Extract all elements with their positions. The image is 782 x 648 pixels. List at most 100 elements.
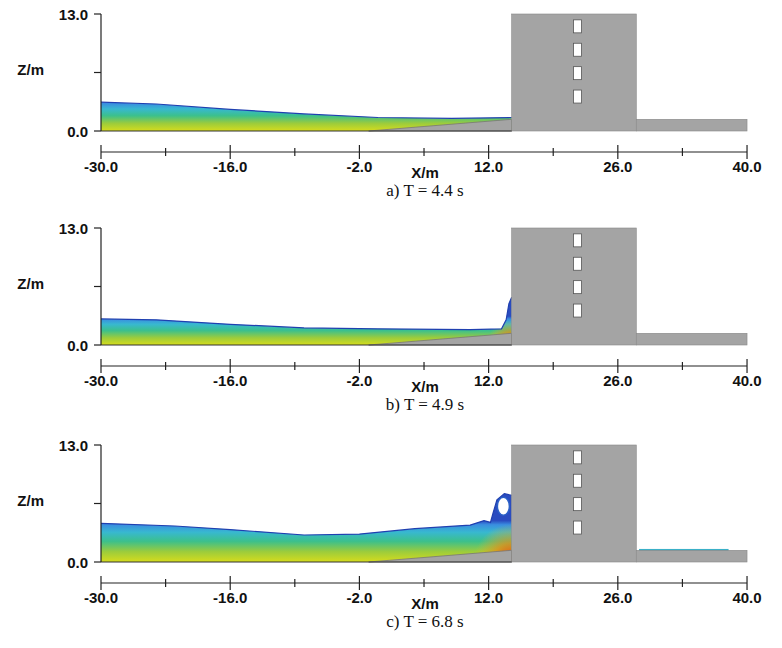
slope [369,550,512,562]
axis-tick [165,579,166,587]
axis-tick [294,362,295,370]
tick-label: 13.0 [59,7,88,22]
tick-label: 40.0 [732,373,761,388]
tick-label: 26.0 [603,590,632,605]
window [574,20,582,33]
axis-tick [617,576,618,590]
axis-tick [94,13,101,14]
axis-tick [359,359,360,373]
axis-tick [423,362,424,370]
axis-tick [100,576,101,590]
snapshot-panel [94,445,747,590]
axis-tick [617,145,618,159]
tick-label: -2.0 [346,590,372,605]
tick-label: 40.0 [732,159,761,174]
tick-label: -16.0 [213,590,247,605]
tick-label: -30.0 [84,159,118,174]
tick-label: 13.0 [59,438,88,453]
axis-tick [746,576,747,590]
axis-tick [94,286,101,287]
tick-label: 13.0 [59,221,88,236]
tick-label: 12.0 [474,373,503,388]
tick-label: -2.0 [346,373,372,388]
snapshot-panel [94,14,747,159]
ground-line [101,131,512,132]
axis-title: X/m [411,165,439,180]
axis-tick [617,359,618,373]
slope [369,333,512,345]
axis-tick [230,145,231,159]
floor [636,333,747,345]
window [574,281,582,294]
panel-caption: b) T = 4.9 s [386,396,464,413]
air-pocket [497,497,509,515]
window [574,474,582,487]
axis-tick [423,148,424,156]
axis-tick [553,362,554,370]
axis-tick [359,145,360,159]
axis-tick [488,359,489,373]
axis-title: X/m [411,379,439,394]
axis-title: Z/m [17,276,44,291]
pressure-zone [101,490,512,562]
axis-title: Z/m [17,493,44,508]
axis-tick [746,145,747,159]
tick-label: 40.0 [732,590,761,605]
tick-label: -16.0 [213,159,247,174]
slope [369,119,512,131]
tick-label: 26.0 [603,373,632,388]
axis-tick [94,130,101,131]
window [574,234,582,247]
axis-tick [553,148,554,156]
free-surface [101,102,512,118]
pressure-zone [101,273,512,345]
window [574,90,582,103]
building [512,445,637,562]
axis-tick [100,359,101,373]
axis-tick [100,145,101,159]
axis-tick [682,148,683,156]
axis-title: Z/m [17,62,44,77]
ground-line [101,562,512,563]
tick-label: 12.0 [474,159,503,174]
ground-line [101,345,512,346]
axis-tick [94,72,101,73]
building [512,14,637,131]
axis-tick [230,359,231,373]
window [574,304,582,317]
axis-tick [94,444,101,445]
axis-tick [294,579,295,587]
tick-label: -30.0 [84,590,118,605]
snapshot-panel [94,228,747,373]
window [574,498,582,511]
window [574,43,582,56]
free-surface [101,297,512,329]
panel-caption: c) T = 6.8 s [386,613,463,630]
axis-tick [94,561,101,562]
free-surface [101,494,512,535]
tick-label: 0.0 [67,124,88,139]
axis-tick [682,362,683,370]
window [574,257,582,270]
axis-tick [488,576,489,590]
window [574,451,582,464]
window [574,67,582,80]
building [512,228,637,345]
axis-tick [746,359,747,373]
window [574,521,582,534]
tick-label: 0.0 [67,338,88,353]
axis-tick [359,576,360,590]
axis-tick [553,579,554,587]
water-body [101,102,512,131]
tick-label: 12.0 [474,590,503,605]
axis-tick [165,148,166,156]
floor [636,550,747,562]
tick-label: 26.0 [603,159,632,174]
axis-tick [294,148,295,156]
axis-tick [94,344,101,345]
axis-tick [682,579,683,587]
tick-label: 0.0 [67,555,88,570]
axis-tick [94,503,101,504]
axis-title: X/m [411,596,439,611]
